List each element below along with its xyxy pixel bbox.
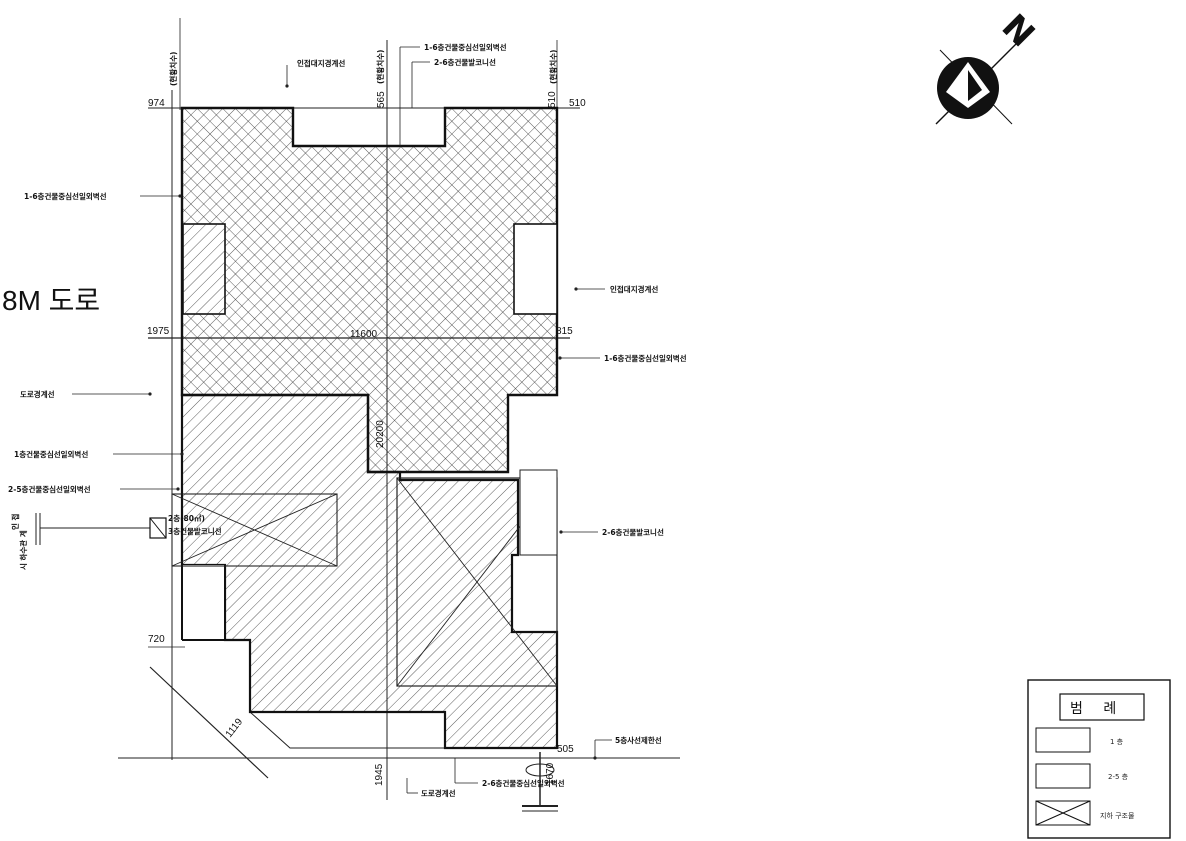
legend: 범 례 1 층 2-5 층 지하 구조물	[1027, 679, 1171, 839]
legend-item-3: 지하 구조물	[1100, 811, 1135, 820]
note-current-dim-3: (현황치수)	[548, 50, 558, 84]
dim-974: 974	[148, 98, 165, 109]
legend-swatch-1f	[1035, 727, 1091, 753]
label-setback: 5층사선제한선	[615, 735, 662, 745]
label-right-balcony: 2-6층건물발코니선	[602, 527, 664, 537]
label-road-boundary-bottom: 도로경계선	[421, 788, 456, 798]
legend-title: 범 례	[1070, 701, 1124, 717]
dim-1945: 1945	[374, 763, 385, 786]
notch-right	[513, 223, 558, 315]
label-inner-1: 2층(80㎡)	[168, 513, 205, 523]
label-bottom-1: 2-6층건물중심선일외벽선	[482, 778, 565, 788]
label-neighbor-boundary-top: 인접대지경계선	[297, 58, 345, 68]
dim-565: 565	[376, 91, 387, 108]
dim-20200: 20200	[375, 420, 386, 448]
dim-505: 505	[557, 744, 574, 755]
road-label: 8M 도로	[2, 285, 100, 316]
dim-510-vertical: 510	[547, 91, 558, 108]
label-top-right-1: 1-6층건물중심선일외벽선	[424, 42, 507, 52]
label-neighbor-boundary-right: 인접대지경계선	[610, 284, 658, 294]
label-top-right-2: 2-6층건물발코니선	[434, 57, 496, 67]
legend-item-1: 1 층	[1110, 737, 1124, 746]
note-current-dim-2: (현황치수)	[375, 50, 385, 84]
north-letter: N	[994, 7, 1042, 55]
underground-structure-left	[171, 493, 338, 567]
dim-720: 720	[148, 634, 165, 645]
label-right-mid: 1-6층건물중심선일외벽선	[604, 353, 687, 363]
corner-cut-line	[149, 666, 269, 779]
dim-815: 815	[556, 326, 573, 337]
note-current-dim-1: (현황치수)	[168, 52, 178, 86]
label-left-3: 2-5층건물중심선일외벽선	[8, 484, 91, 494]
label-road-boundary-left: 도로경계선	[20, 389, 55, 399]
label-left-2: 1층건물중심선일외벽선	[14, 449, 88, 459]
fixture-symbol	[525, 763, 555, 777]
dim-1119: 1119	[224, 716, 246, 739]
legend-item-2: 2-5 층	[1108, 772, 1129, 781]
dim-1975: 1975	[147, 326, 170, 337]
underground-structure-right	[396, 477, 558, 687]
dim-11600: 11600	[350, 329, 378, 340]
dim-1670: 1670	[545, 762, 556, 785]
note-side-2: 시 하수관 계	[18, 530, 28, 570]
legend-swatch-2-5f	[1035, 763, 1091, 789]
label-left-1: 1-6층건물중심선일외벽선	[24, 191, 107, 201]
note-side-1: 인 접	[10, 513, 20, 530]
label-inner-2: 3층건물발코니선	[168, 526, 222, 536]
north-arrow-icon: N	[935, 7, 1042, 125]
dim-510: 510	[569, 98, 586, 109]
